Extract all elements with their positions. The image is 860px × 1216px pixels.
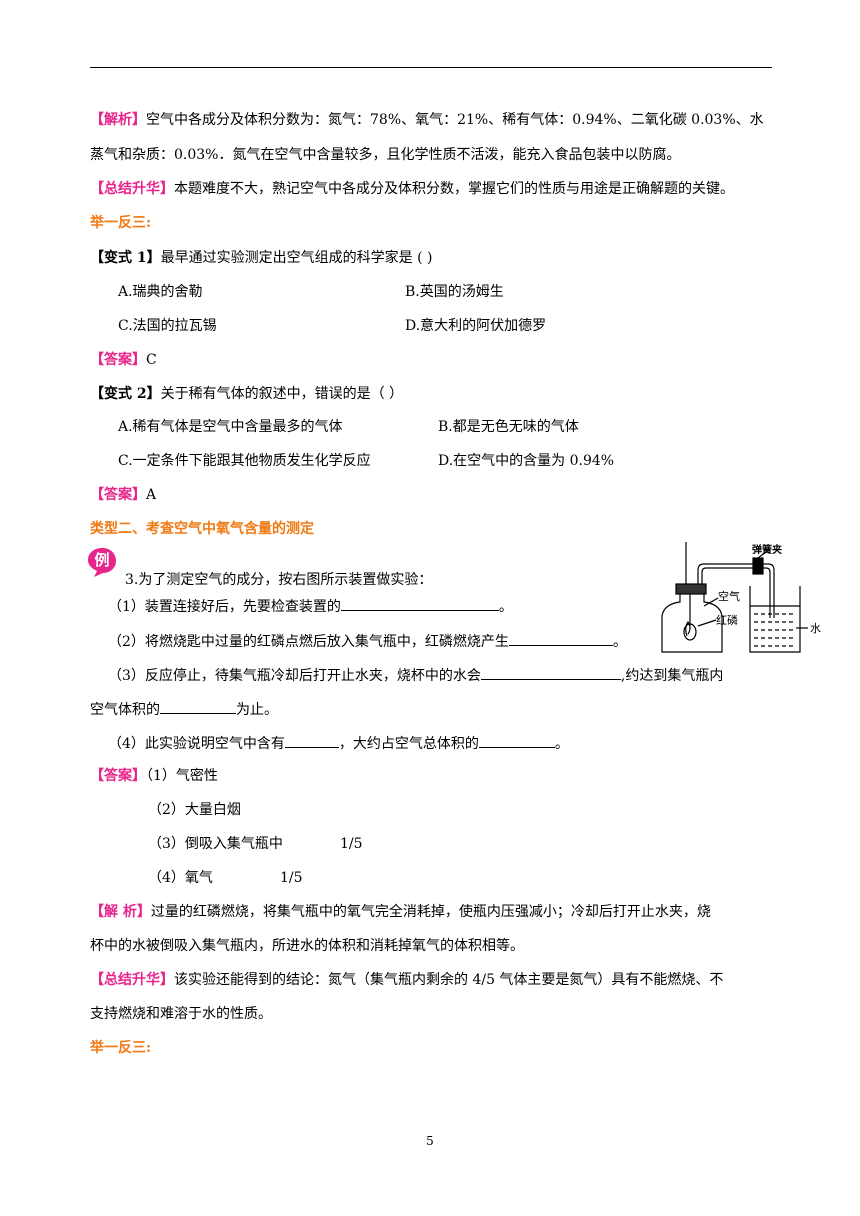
summary-tag: 【总结升华】 — [90, 181, 174, 197]
q4-mid: ，大约占空气总体积的 — [338, 736, 479, 752]
summary3-line-2: 支持燃烧和难溶于水的性质。 — [90, 1006, 272, 1022]
q4-blank-2 — [478, 733, 555, 748]
variant1-option-b: B.英国的汤姆生 — [405, 284, 504, 300]
answer-value: C — [146, 352, 157, 368]
analysis-line-1: 【解析】空气中各成分及体积分数为：氮气：78%、氧气：21%、稀有气体：0.94… — [90, 110, 764, 130]
example3-q3-cont: 空气体积的 为止。 — [90, 699, 278, 720]
summary3-text-1: 该实验还能得到的结论：氮气（集气瓶内剩余的 4/5 气体主要是氮气）具有不能燃烧… — [174, 972, 724, 988]
q3-end: ,约达到集气瓶内 — [620, 668, 724, 684]
variant2-option-d: D.在空气中的含量为 0.94% — [438, 453, 615, 469]
apparatus-diagram: 弹簧夹 空气 红磷 水 — [661, 542, 821, 653]
analysis3-text-1: 过量的红磷燃烧，将集气瓶中的氧气完全消耗掉，使瓶内压强减小；冷却后打开止水夹，烧 — [150, 904, 711, 920]
answer-tag: 【答案】 — [90, 352, 146, 368]
summary-line: 【总结升华】本题难度不大，熟记空气中各成分及体积分数，掌握它们的性质与用途是正确… — [90, 179, 734, 199]
q4-text: （4）此实验说明空气中含有 — [108, 736, 285, 752]
label-water: 水 — [810, 622, 821, 635]
analysis-text-1: 空气中各成分及体积分数为：氮气：78%、氧气：21%、稀有气体：0.94%、二氧… — [146, 112, 764, 128]
variant2-option-b: B.都是无色无味的气体 — [438, 419, 579, 435]
q3-blank — [480, 665, 621, 680]
q2-end: 。 — [612, 634, 627, 650]
answer3-a4-value: 1/5 — [280, 870, 303, 886]
answer3-a2: （2）大量白烟 — [148, 802, 241, 818]
label-clamp: 弹簧夹 — [752, 543, 782, 556]
variant2-tag: 【变式 2】 — [90, 386, 161, 402]
q4-end: 。 — [554, 736, 569, 752]
q3-end-2: 为止。 — [236, 702, 278, 718]
answer3-a3-value: 1/5 — [340, 836, 363, 852]
summary3-tag: 【总结升华】 — [90, 972, 174, 988]
variant1-tag: 【变式 1】 — [90, 250, 161, 266]
example3-q3: （3）反应停止，待集气瓶冷却后打开止水夹，烧杯中的水会 ,约达到集气瓶内 — [108, 665, 723, 686]
variant1-option-a: A.瑞典的舍勒 — [118, 284, 203, 300]
label-air: 空气 — [718, 589, 740, 603]
q3-blank-2 — [160, 699, 236, 714]
summary-text: 本题难度不大，熟记空气中各成分及体积分数，掌握它们的性质与用途是正确解题的关键。 — [174, 181, 734, 197]
variant2-option-c: C.一定条件下能跟其他物质发生化学反应 — [118, 453, 371, 469]
variant1-option-d: D.意大利的阿伏加德罗 — [405, 318, 547, 334]
answer3-line-1: 【答案】（1）气密性 — [90, 766, 218, 786]
example3-intro: 3.为了测定空气的成分，按右图所示装置做实验： — [125, 572, 433, 588]
header-rule — [90, 67, 772, 68]
page-number: 5 — [426, 1134, 434, 1148]
q3-text-2: 空气体积的 — [90, 702, 160, 718]
q2-blank — [508, 631, 613, 646]
q1-end: 。 — [498, 599, 513, 615]
q4-blank-1 — [284, 733, 339, 748]
variant1-answer: 【答案】C — [90, 350, 157, 370]
example-badge-char: 例 — [94, 551, 109, 569]
analysis-line-2: 蒸气和杂质：0.03%．氮气在空气中含量较多，且化学性质不活泼，能充入食品包装中… — [90, 147, 681, 163]
example3-q4: （4）此实验说明空气中含有 ，大约占空气总体积的 。 — [108, 733, 569, 754]
answer-value: A — [146, 487, 157, 503]
example3-q1: （1）装置连接好后，先要检查装置的 。 — [108, 596, 513, 617]
analysis3-line-2: 杯中的水被倒吸入集气瓶内，所进水的体积和消耗掉氧气的体积相等。 — [90, 938, 524, 954]
practice-heading-2: 举一反三: — [90, 1040, 152, 1056]
variant1-question: 【变式 1】最早通过实验测定出空气组成的科学家是 ( ) — [90, 248, 432, 268]
variant1-question-text: 最早通过实验测定出空气组成的科学家是 ( ) — [160, 250, 433, 266]
example-badge-icon: 例 — [88, 548, 116, 577]
answer3-a1: （1）气密性 — [146, 768, 218, 784]
answer3-a4: （4）氧气 — [148, 870, 213, 886]
analysis3-line-1: 【解 析】过量的红磷燃烧，将集气瓶中的氧气完全消耗掉，使瓶内压强减小；冷却后打开… — [90, 902, 711, 922]
q2-text: （2）将燃烧匙中过量的红磷点燃后放入集气瓶中，红磷燃烧产生 — [108, 634, 509, 650]
analysis-tag: 【解析】 — [90, 112, 146, 128]
example3-q2: （2）将燃烧匙中过量的红磷点燃后放入集气瓶中，红磷燃烧产生 。 — [108, 631, 627, 652]
analysis3-tag: 【解 析】 — [90, 904, 151, 920]
answer-tag: 【答案】 — [90, 768, 146, 784]
practice-heading: 举一反三: — [90, 215, 152, 231]
q3-text: （3）反应停止，待集气瓶冷却后打开止水夹，烧杯中的水会 — [108, 668, 481, 684]
answer3-a3: （3）倒吸入集气瓶中 — [148, 836, 283, 852]
q1-text: （1）装置连接好后，先要检查装置的 — [108, 599, 341, 615]
variant1-option-c: C.法国的拉瓦锡 — [118, 318, 217, 334]
type-two-heading: 类型二、考查空气中氧气含量的测定 — [90, 521, 314, 537]
summary3-line-1: 【总结升华】该实验还能得到的结论：氮气（集气瓶内剩余的 4/5 气体主要是氮气）… — [90, 970, 723, 990]
label-phosphorus: 红磷 — [716, 614, 738, 627]
variant2-question-text: 关于稀有气体的叙述中，错误的是（ ） — [160, 386, 404, 402]
variant2-question: 【变式 2】关于稀有气体的叙述中，错误的是（ ） — [90, 384, 403, 404]
variant2-answer: 【答案】A — [90, 485, 156, 505]
answer-tag: 【答案】 — [90, 487, 146, 503]
variant2-option-a: A.稀有气体是空气中含量最多的气体 — [118, 419, 343, 435]
q1-blank — [340, 596, 499, 611]
